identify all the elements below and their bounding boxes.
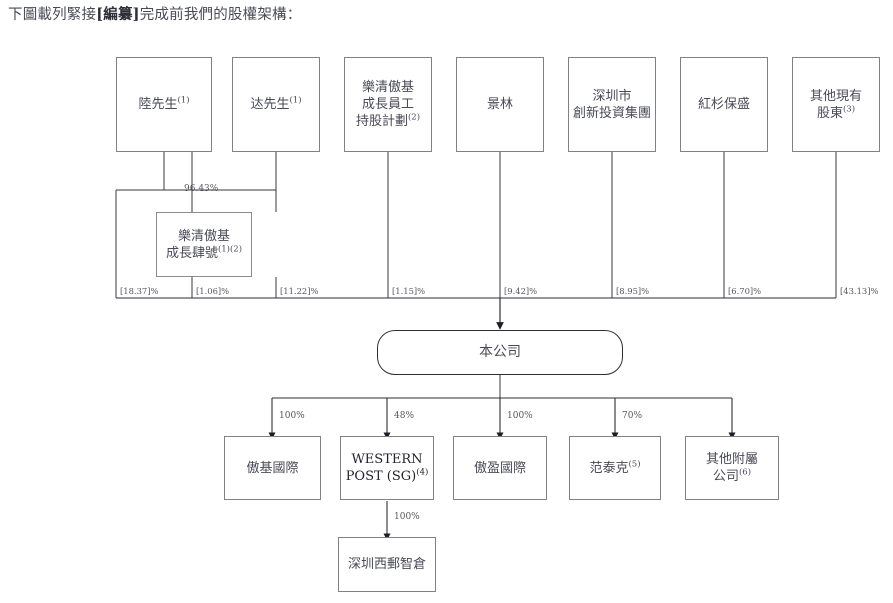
footnote-ref: (3): [842, 104, 856, 115]
pct-szvc: [8.95]%: [616, 286, 650, 296]
shareholder-box-sequoia[interactable]: 紅杉保盛: [680, 57, 768, 152]
subsidiary-label: 傲基國際: [246, 460, 299, 476]
shareholder-label: 迏先生(1): [250, 95, 302, 112]
subsidiary-box-fantaike[interactable]: 范泰克(5): [569, 436, 661, 500]
subsidiary-box-shenzhen-western-post[interactable]: 深圳西郵智倉: [338, 537, 436, 592]
pct-sub-western-post: 48%: [394, 411, 415, 421]
pct-sub-aoji-international: 100%: [279, 411, 305, 421]
pct-sub-aoying-international: 100%: [507, 411, 533, 421]
shareholder-box-jinglin[interactable]: 景林: [456, 57, 544, 152]
shareholder-label-line1: 樂清傲基: [361, 80, 414, 95]
subsidiary-box-other-subsidiaries[interactable]: 其他附屬 公司(6): [685, 436, 779, 500]
pct-espp: [1.15]%: [392, 286, 426, 296]
shareholder-label-line1: 其他現有: [809, 88, 862, 104]
shareholder-box-szvc[interactable]: 深圳市 創新投資集團: [568, 57, 656, 152]
pct-sub-shenzhen-western-post: 100%: [394, 512, 420, 522]
pct-jinglin: [9.42]%: [504, 286, 538, 296]
subsidiary-box-aoying-international[interactable]: 傲盈國際: [453, 436, 547, 500]
caption-suffix: 完成前我們的股權架構：: [139, 7, 302, 23]
caption-bracketed-term: [編纂]: [96, 6, 140, 23]
shareholder-box-other-existing[interactable]: 其他現有 股東(3): [792, 57, 880, 152]
shareholder-label: 景林: [486, 97, 513, 112]
subsidiary-label-line2: POST (SG)(4): [345, 467, 429, 484]
subsidiary-label-line2: 公司(6): [712, 467, 752, 484]
footnote-ref: (1): [177, 95, 190, 106]
shareholder-label-line3: 持股計劃(2): [355, 112, 421, 129]
page-caption: 下圖載列緊接[編纂]完成前我們的股權架構：: [8, 5, 301, 25]
footnote-ref: (2): [407, 112, 421, 123]
pct-sequoia: [6.70]%: [728, 286, 762, 296]
shareholder-label: 紅杉保盛: [697, 97, 750, 112]
shareholder-label-line2: 創新投資集團: [572, 105, 651, 121]
shareholder-label-line2: 成長員工: [361, 97, 414, 112]
footnote-ref: (6): [738, 467, 752, 478]
shareholder-box-mr-da[interactable]: 迏先生(1): [232, 57, 320, 152]
subsidiary-box-aoji-international[interactable]: 傲基國際: [224, 436, 321, 500]
pct-fund-share: 96.43%: [184, 184, 219, 194]
company-label: 本公司: [479, 344, 521, 360]
footnote-ref: (4): [416, 467, 429, 478]
subsidiary-label: 深圳西郵智倉: [347, 557, 426, 572]
footnote-ref: (1)(2): [217, 244, 243, 255]
shareholder-box-espp[interactable]: 樂清傲基 成長員工 持股計劃(2): [344, 57, 432, 152]
pct-sub-fantaike: 70%: [622, 411, 643, 421]
pct-mr-lu-via-fund: [1.06]%: [196, 286, 230, 296]
fund-box-yueqing-aoji[interactable]: 樂清傲基 成長肆號(1)(2): [156, 212, 252, 277]
company-box[interactable]: 本公司: [377, 330, 623, 375]
subsidiary-label-line1: WESTERN: [351, 452, 423, 467]
pct-other-existing: [43.13]%: [840, 286, 879, 296]
footnote-ref: (5): [628, 459, 641, 470]
subsidiary-label-line1: 其他附屬: [705, 452, 758, 467]
fund-label-line1: 樂清傲基: [177, 228, 230, 244]
pct-mr-da: [11.22]%: [280, 286, 319, 296]
footnote-ref: (1): [289, 95, 302, 106]
subsidiary-box-western-post[interactable]: WESTERN POST (SG)(4): [340, 436, 434, 500]
subsidiary-label: 傲盈國際: [473, 460, 526, 476]
shareholder-label: 陸先生(1): [138, 95, 190, 112]
subsidiary-label: 范泰克(5): [589, 459, 641, 476]
caption-prefix: 下圖載列緊接: [8, 7, 97, 23]
shareholder-box-mr-lu[interactable]: 陸先生(1): [116, 57, 212, 152]
shareholder-label-line1: 深圳市: [592, 88, 632, 104]
pct-mr-lu-direct: [18.37]%: [120, 286, 159, 296]
shareholder-label-line2: 股東(3): [816, 104, 856, 121]
fund-label-line2: 成長肆號(1)(2): [165, 244, 243, 261]
